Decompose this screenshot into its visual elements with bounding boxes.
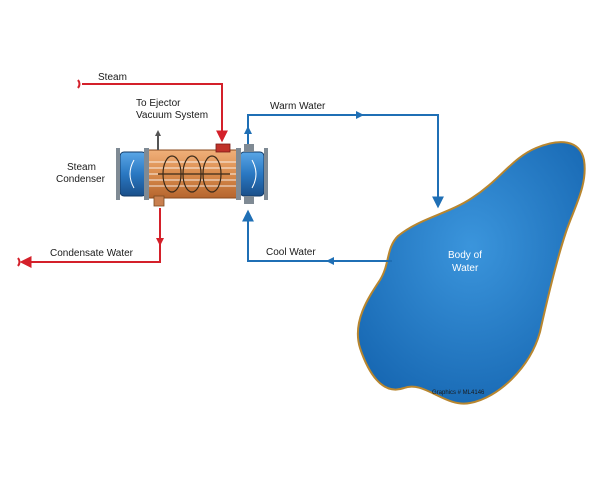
steam-label: Steam (98, 72, 127, 83)
condensate-arrow-mid (156, 238, 164, 246)
steam-line-break (77, 79, 81, 89)
steam-line (82, 83, 228, 143)
warm-water-arrow-up (244, 126, 252, 134)
warm-water-label: Warm Water (270, 101, 326, 112)
condensate-line (19, 208, 161, 268)
ejector-label-line1: To Ejector (136, 98, 181, 109)
condenser-label-line2: Condenser (56, 174, 106, 185)
condensate-water-label: Condensate Water (50, 248, 134, 259)
steam-condenser (116, 130, 268, 207)
cool-water-line (242, 209, 392, 262)
body-of-water-label-line1: Body of (448, 250, 482, 261)
cool-water-arrow-mid (326, 257, 334, 265)
warm-water-arrow-mid (356, 111, 364, 119)
condensate-line-break (17, 257, 21, 267)
body-of-water-label-line2: Water (452, 263, 479, 274)
cool-water-label: Cool Water (266, 247, 316, 258)
ejector-label-line2: Vacuum System (136, 110, 208, 121)
condenser-label-line1: Steam (67, 162, 96, 173)
graphics-id-label: Graphics # ML4146 (432, 390, 485, 396)
warm-water-line (247, 114, 444, 209)
body-of-water (356, 141, 586, 405)
